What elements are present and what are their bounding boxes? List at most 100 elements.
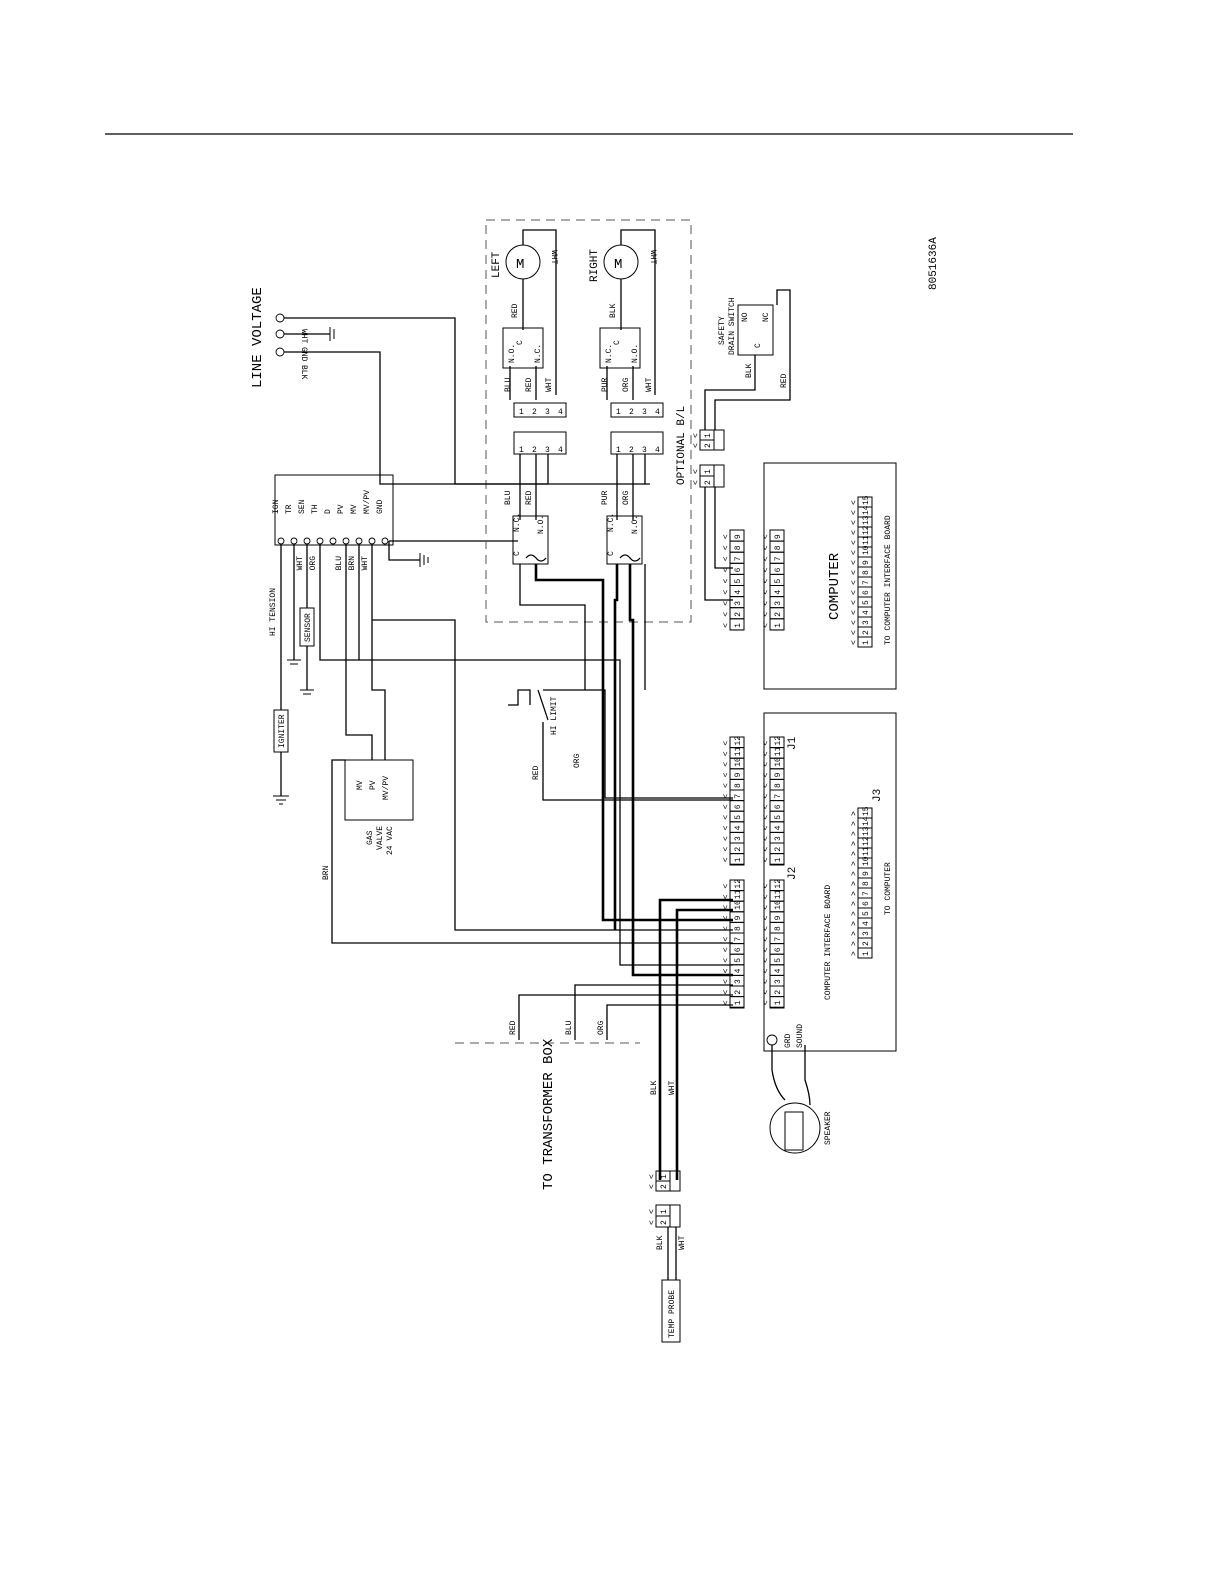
j3-pins-contact-3: > — [850, 931, 859, 936]
probe-pins-contact-2: < — [648, 1184, 657, 1189]
computer-box-9pin-pin-5: 5 — [774, 579, 783, 584]
j3-pins-cell — [857, 947, 873, 959]
computer-15pin-pin-15: 15 — [862, 495, 871, 505]
j2-board-pins-contact-9: < — [762, 915, 771, 920]
j2-board-pins-contact-12: < — [762, 884, 771, 889]
ign-terminal-5: D — [324, 509, 333, 514]
j3-pins-contact-15: > — [850, 811, 859, 816]
j2-pins-pin-4: 4 — [734, 968, 743, 973]
motor-right-wire-in: BLK — [609, 303, 618, 318]
j3-pins-pin-2: 2 — [862, 941, 871, 946]
j1-pins-contact-1: < — [722, 857, 731, 862]
j2-board-pins-pin-7: 7 — [774, 937, 783, 942]
igniter-label: IGNITER — [278, 714, 287, 748]
j2-pins-contact-9: < — [722, 915, 731, 920]
computer-box-9pin-pin-9: 9 — [774, 534, 783, 539]
hi-tension-label: HI TENSION — [269, 588, 278, 636]
computer-box-9pin-pin-6: 6 — [774, 567, 783, 572]
line-wire-label-2: GND — [299, 347, 308, 362]
j1-board-pins-pin-6: 6 — [774, 804, 783, 809]
j3-pins-contact-9: > — [850, 871, 859, 876]
grd-label: GRD — [784, 1033, 793, 1048]
probe-pins-lower-pin-1: 1 — [660, 1209, 669, 1214]
j1-pins-contact-10: < — [722, 762, 731, 767]
temp-probe-label: TEMP PROBE — [668, 1290, 677, 1338]
j2-board-pins-pin-6: 6 — [774, 947, 783, 952]
j1-pins-pin-6: 6 — [734, 804, 743, 809]
motor-left-wire-out: WHT — [549, 250, 558, 265]
computer-9pin-pin-9: 9 — [734, 534, 743, 539]
drain-pins-contact-1: < — [692, 433, 701, 438]
j1-pins-contact-2: < — [722, 847, 731, 852]
j2-pins-contact-1: < — [722, 1000, 731, 1005]
ign-wire-org: ORG — [309, 556, 318, 571]
j1-board-pins-pin-8: 8 — [774, 783, 783, 788]
computer-box-9pin-contact-3: < — [762, 601, 771, 606]
j1-board-pins-contact-4: < — [762, 825, 771, 830]
motor-left-symbol: M — [516, 257, 524, 273]
j1-pins-contact-7: < — [722, 794, 731, 799]
computer-15pin-contact-8: < — [850, 570, 859, 575]
drain-pins-lower-contact-1: < — [692, 469, 701, 474]
relay-left: N.C. N.O. C BLU RED — [504, 490, 549, 565]
computer-15pin-contact-14: < — [850, 510, 859, 515]
computer-box-9pin-contact-1: < — [762, 623, 771, 628]
j3-pins-pin-6: 6 — [862, 901, 871, 906]
computer-9pin-contact-9: < — [722, 534, 731, 539]
j1-pins-contact-3: < — [722, 836, 731, 841]
j1-board-pins-pin-5: 5 — [774, 815, 783, 820]
j1-board-pins-pin-12: 12 — [774, 736, 783, 746]
computer-15pin-pin-8: 8 — [862, 570, 871, 575]
computer-15pin-contact-13: < — [850, 520, 859, 525]
j1-board-pins: 12<11<10<9<8<7<6<5<4<3<2<1< — [762, 736, 785, 865]
j2-board-pins-pin-10: 10 — [774, 900, 783, 910]
j2-board-pins-pin-11: 11 — [774, 889, 783, 899]
computer-15pin: 15<14<13<12<11<10<9<8<7<6<5<4<3<2<1< — [850, 495, 873, 648]
j3-pins-pin-15: 15 — [862, 806, 871, 816]
computer-box-9pin-contact-5: < — [762, 579, 771, 584]
drawing-number: 8051636A — [928, 237, 940, 290]
computer-15pin-pin-6: 6 — [862, 590, 871, 595]
probe-pins-lower: 1<2< — [648, 1204, 671, 1228]
j2-pins-cell — [729, 996, 745, 1008]
relay-left-c: C — [513, 551, 522, 556]
j1-pins-pin-11: 11 — [734, 746, 743, 756]
j1-pins-pin-4: 4 — [734, 825, 743, 830]
computer-9pin-contact-5: < — [722, 579, 731, 584]
j3-pins-pin-13: 13 — [862, 826, 871, 836]
right-wire-1: PUR — [601, 377, 610, 392]
j1-pins-contact-9: < — [722, 772, 731, 777]
motor-right-wire-out: WHT — [648, 250, 657, 265]
ign-terminal-2: TR — [285, 504, 294, 514]
j1-board-pins-pin-3: 3 — [774, 836, 783, 841]
computer-15pin-pin-7: 7 — [862, 580, 871, 585]
computer-15pin-contact-5: < — [850, 600, 859, 605]
computer-15pin-pin-4: 4 — [862, 610, 871, 615]
j1-board-pins-contact-11: < — [762, 751, 771, 756]
j3-pins-pin-7: 7 — [862, 891, 871, 896]
terminal-blk — [275, 347, 285, 357]
j1-board-pins-pin-11: 11 — [774, 746, 783, 756]
computer-9pin-pin-8: 8 — [734, 545, 743, 550]
computer-15pin-pin-9: 9 — [862, 560, 871, 565]
cl-4b: 4 — [558, 446, 563, 455]
probe-wire-blk: BLK — [650, 1080, 659, 1095]
relay-left-wire-1: BLU — [504, 490, 513, 505]
computer-box-9pin-pin-7: 7 — [774, 556, 783, 561]
probe-pins-lower-pin-2: 2 — [660, 1220, 669, 1225]
j3-pins-contact-10: > — [850, 861, 859, 866]
motor-left-name: LEFT — [491, 251, 503, 278]
computer-15pin-contact-12: < — [850, 530, 859, 535]
j2-board-pins-pin-8: 8 — [774, 926, 783, 931]
computer-9pin-contact-7: < — [722, 556, 731, 561]
terminal-wht — [275, 313, 285, 323]
probe-pins-lower-contact-2: < — [648, 1220, 657, 1225]
left-relay-no: N.O. — [508, 344, 517, 363]
j1-board-pins-contact-8: < — [762, 783, 771, 788]
computer-9pin-contact-4: < — [722, 590, 731, 595]
ign-terminal-1: IGN — [272, 499, 281, 514]
computer-box-9pin: 9<8<7<6<5<4<3<2<1< — [762, 529, 785, 631]
drain-wire-blk: BLK — [745, 363, 754, 378]
relay-right-wire-1: PUR — [601, 490, 610, 505]
probe-pins-lower-contact-1: < — [648, 1209, 657, 1214]
